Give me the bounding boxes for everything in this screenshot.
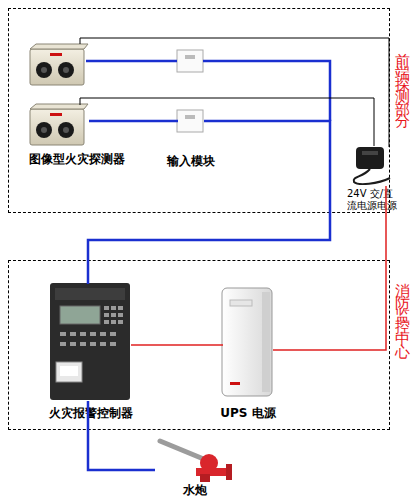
signal-wire [89,120,178,123]
device-label: 水炮 [155,484,235,498]
adapter-body [356,147,384,169]
controller-illustration [50,283,130,400]
ups-side [262,292,270,392]
controller-printer [56,362,82,382]
ups-unit: UPS 电源 [223,289,273,397]
detector-lens [36,62,52,78]
device-label: 输入模块 [151,155,231,169]
detector-top [30,104,88,109]
detector-body [30,49,84,85]
detector-top [30,44,88,49]
power-wire [273,186,386,350]
ups-panel [230,300,252,306]
adapter-mark [362,151,378,155]
detector-lens [41,67,47,73]
cannon-barrel [160,441,206,460]
ups-logo [230,382,240,385]
device-label: 24V 交/直 流电源电源 [347,188,399,211]
fire-detector: 图像型火灾探测器 [31,105,89,147]
module-mark [185,115,195,119]
detector-logo [50,113,62,116]
ups-body [222,288,272,396]
controller-paper [60,366,78,376]
detector-illustration [30,44,88,85]
power-supply: 24V 交/直 流电源电源 [351,146,393,186]
region-heading: 前端探测部分 [394,41,412,113]
input-module: 输入模块 [178,111,204,133]
power-wire [80,38,389,147]
device-label: 图像型火灾探测器 [29,153,139,167]
region-heading: 消防监控中心 [394,271,412,343]
device-label: UPS 电源 [203,407,293,421]
signal-wire [86,60,177,63]
cannon-flange [226,464,232,480]
controller-header [55,288,125,300]
detector-illustration [30,104,88,145]
device-label: 火灾报警控制器 [36,407,146,421]
alarm-controller: 火灾报警控制器 [51,284,131,401]
detector-lens [36,122,52,138]
adapter-cord [354,169,390,184]
region-band: 前端探测部分图像型火灾探测器输入模块24V 交/直 流电源电源 [8,8,390,213]
detector-lens [63,67,69,73]
detector-lens [58,62,74,78]
module-body [177,110,203,132]
module-body [177,50,203,72]
module-mark [185,55,195,59]
detector-logo [50,53,62,56]
controller-screen [60,306,100,324]
power-wire [131,344,223,346]
cannon-base [200,474,210,482]
controller-body [50,283,130,400]
power-wire [80,98,374,146]
detector-lens [63,127,69,133]
ups-illustration [222,288,272,396]
signal-wire [203,61,330,121]
controller-keys [60,306,123,346]
detector-lens [58,122,74,138]
detector-lens [41,127,47,133]
water-cannon: 水炮 [155,436,235,482]
detector-body [30,109,84,145]
module-illustration [177,50,203,132]
cannon-illustration [160,441,232,482]
region-band: 消防监控中心火灾报警控制器UPS 电源 [8,260,390,430]
adapter-illustration [354,147,390,184]
